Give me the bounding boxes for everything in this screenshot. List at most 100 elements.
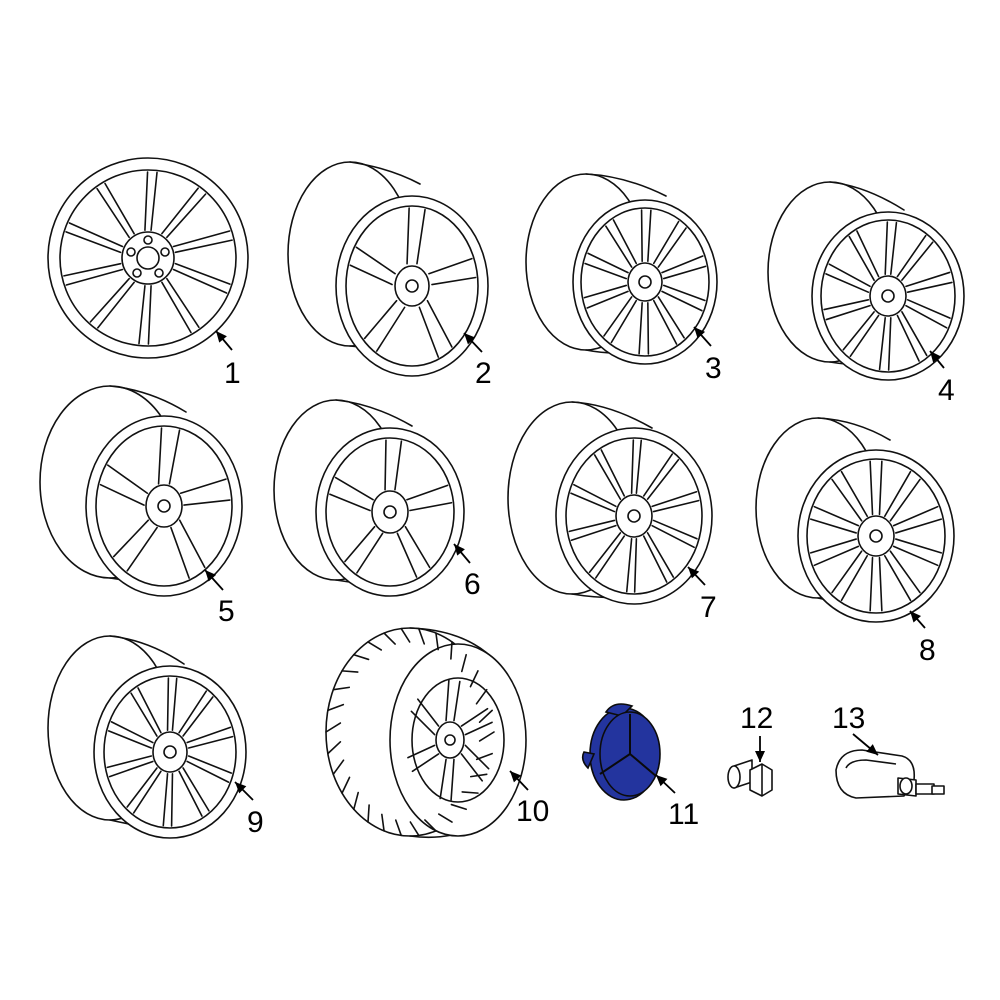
- spokes-8-line: [869, 556, 874, 612]
- spokes-2-line: [375, 306, 406, 352]
- leader-11: [655, 774, 676, 794]
- spokes-10-line: [464, 721, 493, 736]
- spokes-5-line: [106, 464, 149, 495]
- tread-line: [352, 653, 370, 661]
- callout-12: 12: [740, 702, 773, 735]
- lug-bolt[interactable]: [727, 759, 773, 797]
- spokes-7-line: [588, 532, 622, 574]
- tread-line: [478, 731, 495, 742]
- wheel-9[interactable]: [47, 635, 247, 839]
- spokes-4-line: [906, 299, 951, 319]
- tread-line: [450, 641, 453, 660]
- spokes-3-line: [610, 299, 638, 344]
- leader-5: [204, 569, 224, 591]
- spokes-2-line: [428, 257, 473, 275]
- spokes-4-line: [887, 316, 892, 371]
- spokes-5-line: [183, 499, 231, 506]
- spokes-2-line: [363, 299, 398, 340]
- spokes-10-line: [411, 753, 440, 773]
- spokes-1-line: [68, 222, 124, 248]
- wheel-3[interactable]: [525, 173, 718, 365]
- wheel-2[interactable]: [287, 161, 489, 377]
- spokes-1-line: [172, 268, 228, 294]
- spokes-1-line: [96, 281, 135, 329]
- tread-line: [417, 627, 426, 645]
- spokes-6-line: [384, 439, 387, 491]
- wheel-8[interactable]: [755, 417, 955, 623]
- spokes-8-line: [831, 478, 863, 522]
- spokes-10-line: [445, 679, 450, 722]
- callouts: 1 2 3 4 5 6 7 8 9 10 11 12 13: [218, 352, 955, 839]
- tread-line: [424, 819, 437, 832]
- tire-wheel-assembly[interactable]: [325, 627, 527, 839]
- spokes-8-line: [889, 478, 921, 522]
- spokes-7-line: [646, 532, 675, 578]
- spokes-4-line: [905, 271, 951, 288]
- spokes-7-line: [646, 458, 680, 500]
- wheel-5[interactable]: [39, 385, 243, 597]
- spokes-9-line: [106, 755, 153, 769]
- spokes-8-line: [869, 460, 874, 516]
- spokes-7-line: [652, 499, 700, 513]
- spokes-3-line: [640, 209, 643, 263]
- wheel-6[interactable]: [273, 399, 465, 597]
- spokes-9-line: [182, 767, 210, 812]
- spokes-8-line: [895, 518, 943, 534]
- wheel-7[interactable]: [507, 401, 713, 605]
- tread-line: [332, 759, 345, 776]
- callout-10: 10: [516, 795, 549, 828]
- spokes-7-line: [600, 449, 626, 497]
- spokes-7-line: [635, 439, 643, 494]
- spokes-3-line: [603, 296, 633, 337]
- tread-line: [327, 741, 342, 755]
- spokes-6-line: [396, 532, 418, 578]
- spokes-10-line: [416, 698, 440, 727]
- tpms-sensor[interactable]: [835, 749, 945, 799]
- tread-line: [352, 791, 360, 811]
- spokes-1-line: [174, 239, 233, 254]
- callout-13: 13: [832, 702, 865, 735]
- spokes-1-line: [147, 285, 152, 345]
- spokes-9-line: [182, 696, 214, 737]
- spokes-9-line: [137, 687, 162, 734]
- spokes-8-line: [813, 505, 860, 527]
- spokes-9-line: [187, 755, 233, 774]
- spokes-4-line: [825, 304, 871, 321]
- spokes-2-line: [349, 264, 393, 286]
- spokes-4-line: [825, 273, 870, 293]
- spokes-9-line: [186, 726, 232, 744]
- spokes-9-line: [178, 770, 203, 817]
- spokes-7-line: [625, 538, 633, 593]
- spokes-2-line: [418, 306, 440, 358]
- spokes-8-line: [883, 554, 912, 602]
- spokes-1-line: [161, 187, 200, 235]
- wheel-4[interactable]: [767, 181, 965, 381]
- center-cap[interactable]: [581, 703, 661, 801]
- spokes-4-line: [849, 314, 880, 358]
- spokes-3-line: [583, 284, 628, 299]
- spokes-10-line: [439, 758, 447, 800]
- tread-line: [381, 813, 385, 832]
- callout-1: 1: [224, 357, 241, 390]
- spokes-5-line: [168, 429, 181, 485]
- tread-line: [460, 653, 468, 673]
- spokes-6-line: [344, 525, 376, 563]
- spokes-1-line: [166, 277, 200, 329]
- tread-line: [478, 709, 493, 723]
- spokes-7-line: [652, 519, 698, 540]
- spokes-10-line: [453, 680, 461, 722]
- spokes-1-line: [138, 285, 146, 345]
- spokes-2-line: [416, 208, 426, 265]
- spokes-3-line: [657, 296, 685, 339]
- spokes-4-line: [896, 234, 927, 278]
- leader-4: [929, 350, 945, 369]
- spokes-3-line: [647, 209, 652, 263]
- tread-line: [383, 632, 396, 645]
- wheel-1[interactable]: [47, 157, 249, 359]
- callout-7: 7: [700, 591, 717, 624]
- tread-line: [469, 670, 479, 688]
- spokes-9-line: [166, 677, 170, 731]
- spokes-6-line: [356, 532, 384, 574]
- spokes-9-line: [186, 760, 230, 783]
- spokes-4-line: [906, 281, 953, 293]
